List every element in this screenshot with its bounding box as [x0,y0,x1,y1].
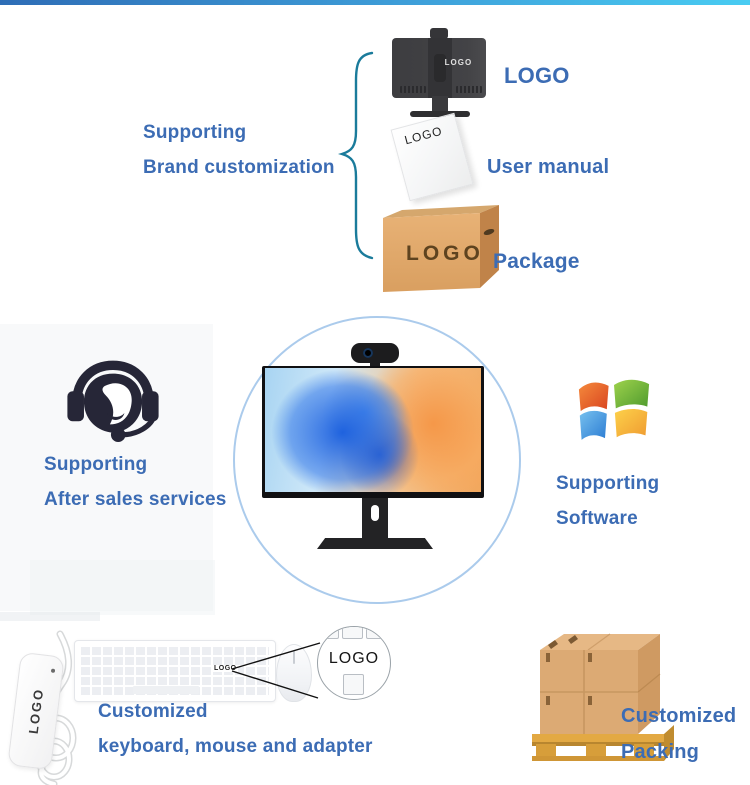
keyboard-spacebar [133,686,199,694]
brand-heading-line1: Supporting [143,122,247,143]
box-side-face [480,205,499,288]
stand-hole [371,505,379,521]
customized-packing-line1: Customized [621,705,737,727]
user-manual-logo-text: LOGO [402,123,444,148]
software-line1: Supporting [556,473,660,494]
keyboard-logo-text: LOGO [213,665,238,672]
package-logo-text: LOGO [406,242,484,265]
monitor-back-logo-text: LOGO [444,58,473,68]
box-handle-slot [483,228,495,236]
windows-logo-icon [578,379,650,440]
headset-agent-icon [67,360,159,443]
keyboard-image: LOGO [74,640,276,702]
background-ghost [0,612,100,621]
customized-peripherals-line1: Customized [98,701,208,722]
logo-zoom-bubble: LOGO [317,626,391,700]
zoomed-key [342,627,363,639]
monitor-back-base [410,111,470,117]
monitor-stand-neck [362,498,388,539]
customized-peripherals-line2: keyboard, mouse and adapter [98,736,373,757]
monitor-back-camera [430,28,448,39]
curly-brace [338,51,374,260]
after-sales-line2: After sales services [44,489,227,510]
monitor-vent [456,86,482,93]
callout-lines [231,642,321,699]
carton-stack-image [532,633,674,761]
label-package: Package [493,250,580,273]
monitor-vent [400,86,426,93]
monitor-back-panel: LOGO [392,38,486,98]
aio-monitor-screen [262,366,484,498]
zoomed-key [366,627,385,639]
zoomed-key [343,674,364,695]
after-sales-line1: Supporting [44,454,148,475]
brand-heading-line2: Brand customization [143,157,335,178]
box-front-face [383,213,480,292]
label-logo: LOGO [504,63,570,88]
mouse-scroll-wheel [293,651,295,664]
box-top-face [383,205,499,218]
top-gradient-bar [0,0,750,5]
monitor-back-hinge [434,54,446,82]
webcam [351,343,399,363]
webcam-lens [363,348,373,358]
monitor-back-image: LOGO [388,26,498,120]
monitor-stand-base [317,538,433,549]
background-ghost [0,324,213,611]
label-user-manual: User manual [487,156,610,178]
customized-packing-line2: Packing [621,741,700,763]
wallpaper [265,368,481,492]
power-adapter-image: LOGO [4,626,84,785]
zoomed-key [320,627,339,639]
pallet-deck [532,734,664,742]
user-manual-image: LOGO [390,112,474,202]
background-ghost [30,560,215,615]
magnifier-logo-text: LOGO [328,650,380,667]
monitor-back-stand [432,96,448,112]
package-box-image: LOGO [383,205,499,292]
software-line2: Software [556,508,638,529]
